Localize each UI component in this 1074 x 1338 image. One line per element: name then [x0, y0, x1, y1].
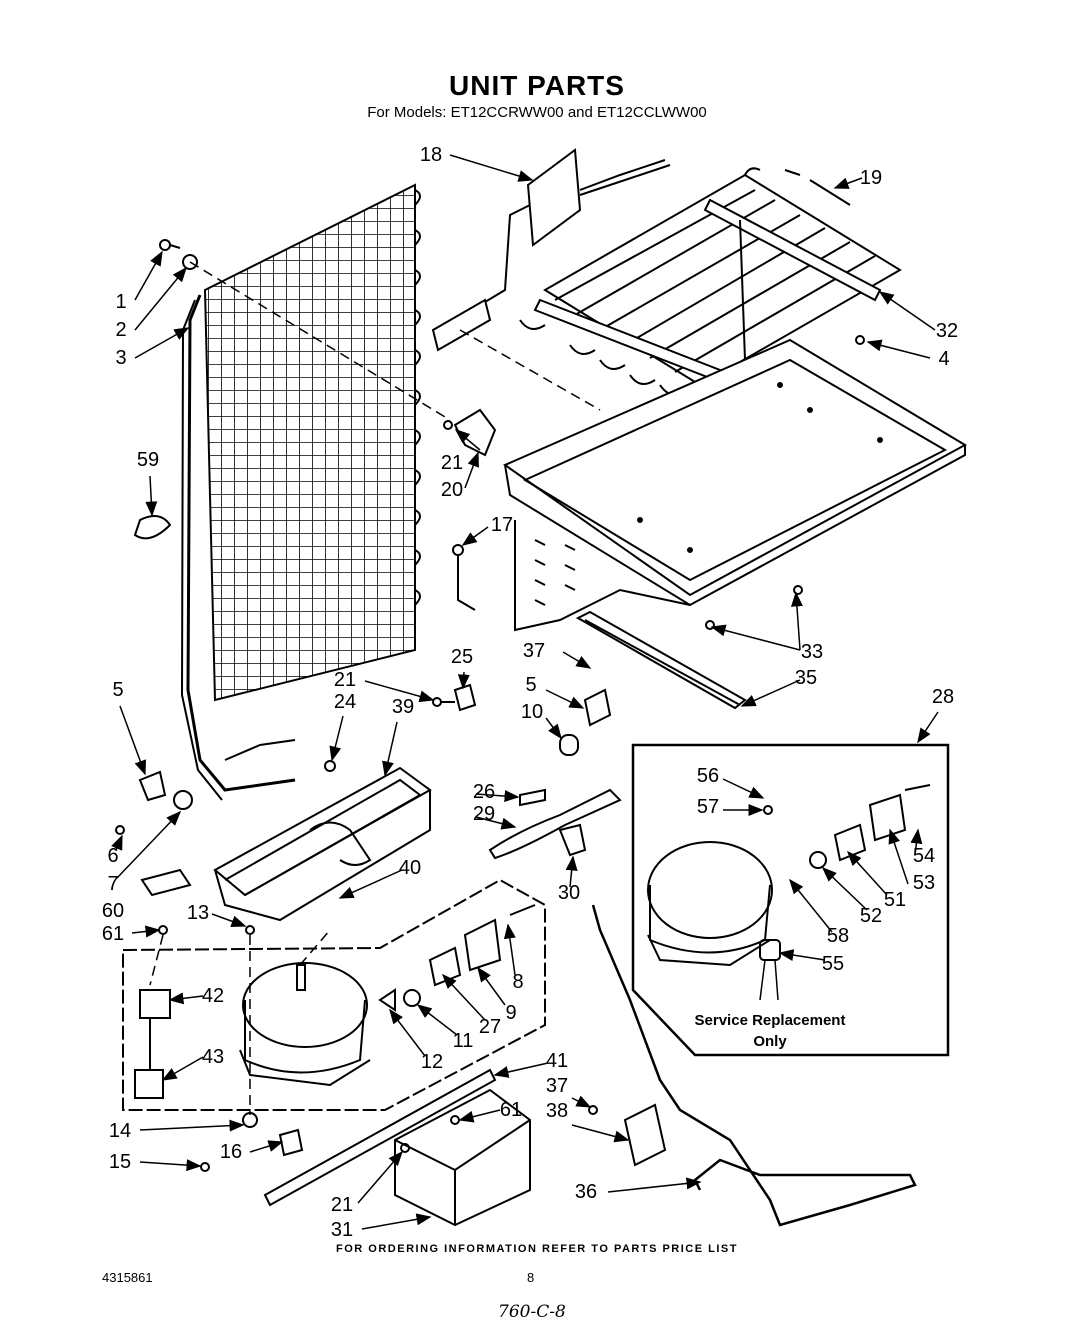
part-label-p20: 20: [441, 479, 463, 501]
part-label-p24: 24: [334, 691, 356, 713]
diagram-title: UNIT PARTS: [449, 70, 625, 101]
part-label-p38: 38: [546, 1100, 568, 1122]
part-label-p9: 9: [505, 1002, 516, 1024]
part-label-p4: 4: [938, 348, 949, 370]
part-label-p12: 12: [421, 1051, 443, 1073]
part-label-p2: 2: [115, 319, 126, 341]
part-label-p13: 13: [187, 902, 209, 924]
part-label-p29: 29: [473, 803, 495, 825]
part-label-p21c: 21: [331, 1194, 353, 1216]
part-label-p52: 52: [860, 905, 882, 927]
part-label-p53: 53: [913, 872, 935, 894]
part-label-p19: 19: [860, 167, 882, 189]
part-label-p7: 7: [107, 873, 118, 895]
leader-lines: [111, 154, 939, 1230]
tubing-36: [591, 904, 917, 1227]
part-label-p25: 25: [451, 646, 473, 668]
part-label-p39: 39: [392, 696, 414, 718]
part-label-p37a: 37: [523, 640, 545, 662]
handwritten-note: 760-C-8: [498, 1302, 566, 1322]
part-label-p5a: 5: [525, 674, 536, 696]
part-label-p11: 11: [453, 1030, 474, 1052]
part-label-p42: 42: [202, 985, 224, 1007]
drain-pan-39: [213, 766, 432, 922]
part-label-p41: 41: [546, 1050, 568, 1072]
part-label-p26: 26: [473, 781, 495, 803]
part-label-p31: 31: [331, 1219, 353, 1241]
ordering-note: FOR ORDERING INFORMATION REFER TO PARTS …: [336, 1243, 738, 1255]
part-label-p32: 32: [936, 320, 958, 342]
part-label-p56: 56: [697, 765, 719, 787]
page-number: 8: [527, 1270, 535, 1285]
part-label-p43: 43: [202, 1046, 224, 1068]
part-label-p27: 27: [479, 1016, 501, 1038]
part-label-p6: 6: [107, 845, 118, 867]
part-label-p21b: 21: [334, 669, 356, 691]
part-label-p33: 33: [801, 641, 823, 663]
part-label-p61b: 61: [500, 1099, 522, 1121]
service-replacement-box: [631, 743, 950, 1057]
part-label-p15: 15: [109, 1151, 131, 1173]
compressor-assembly-box: [122, 878, 546, 1111]
part-label-p14: 14: [109, 1120, 131, 1142]
part-label-p51: 51: [884, 889, 906, 911]
part-label-p60: 60: [102, 900, 124, 922]
freezer-liner: [502, 338, 968, 632]
document-number: 4315861: [102, 1270, 153, 1285]
part-label-p61a: 61: [102, 923, 124, 945]
part-label-p36: 36: [575, 1181, 597, 1203]
service-replacement-line2: Only: [753, 1033, 787, 1050]
part-label-p59: 59: [137, 449, 159, 471]
bracket-31: [263, 1068, 531, 1227]
part-label-p1: 1: [115, 291, 126, 313]
part-label-p10: 10: [521, 701, 543, 723]
assembly-dash-lines: [149, 261, 601, 1115]
part-label-p55: 55: [822, 953, 844, 975]
part-label-p21a: 21: [441, 452, 463, 474]
service-replacement-line1: Service Replacement: [695, 1012, 846, 1029]
part-label-p8: 8: [512, 971, 523, 993]
part-label-p18: 18: [420, 144, 442, 166]
part-label-p3: 3: [115, 347, 126, 369]
part-label-p54: 54: [913, 845, 935, 867]
part-label-p5b: 5: [112, 679, 123, 701]
part-label-p37b: 37: [546, 1075, 568, 1097]
part-label-p28: 28: [932, 686, 954, 708]
part-label-p58: 58: [827, 925, 849, 947]
part-label-p16: 16: [220, 1141, 242, 1163]
part-label-p35: 35: [795, 667, 817, 689]
condenser-coil: [180, 183, 421, 801]
part-label-p17: 17: [491, 514, 513, 536]
diagram-subtitle: For Models: ET12CCRWW00 and ET12CCLWW00: [367, 104, 707, 121]
defrost-control-18: [431, 148, 671, 352]
part-label-p30: 30: [558, 882, 580, 904]
part-label-p57: 57: [697, 796, 719, 818]
part-label-p40: 40: [399, 857, 421, 879]
